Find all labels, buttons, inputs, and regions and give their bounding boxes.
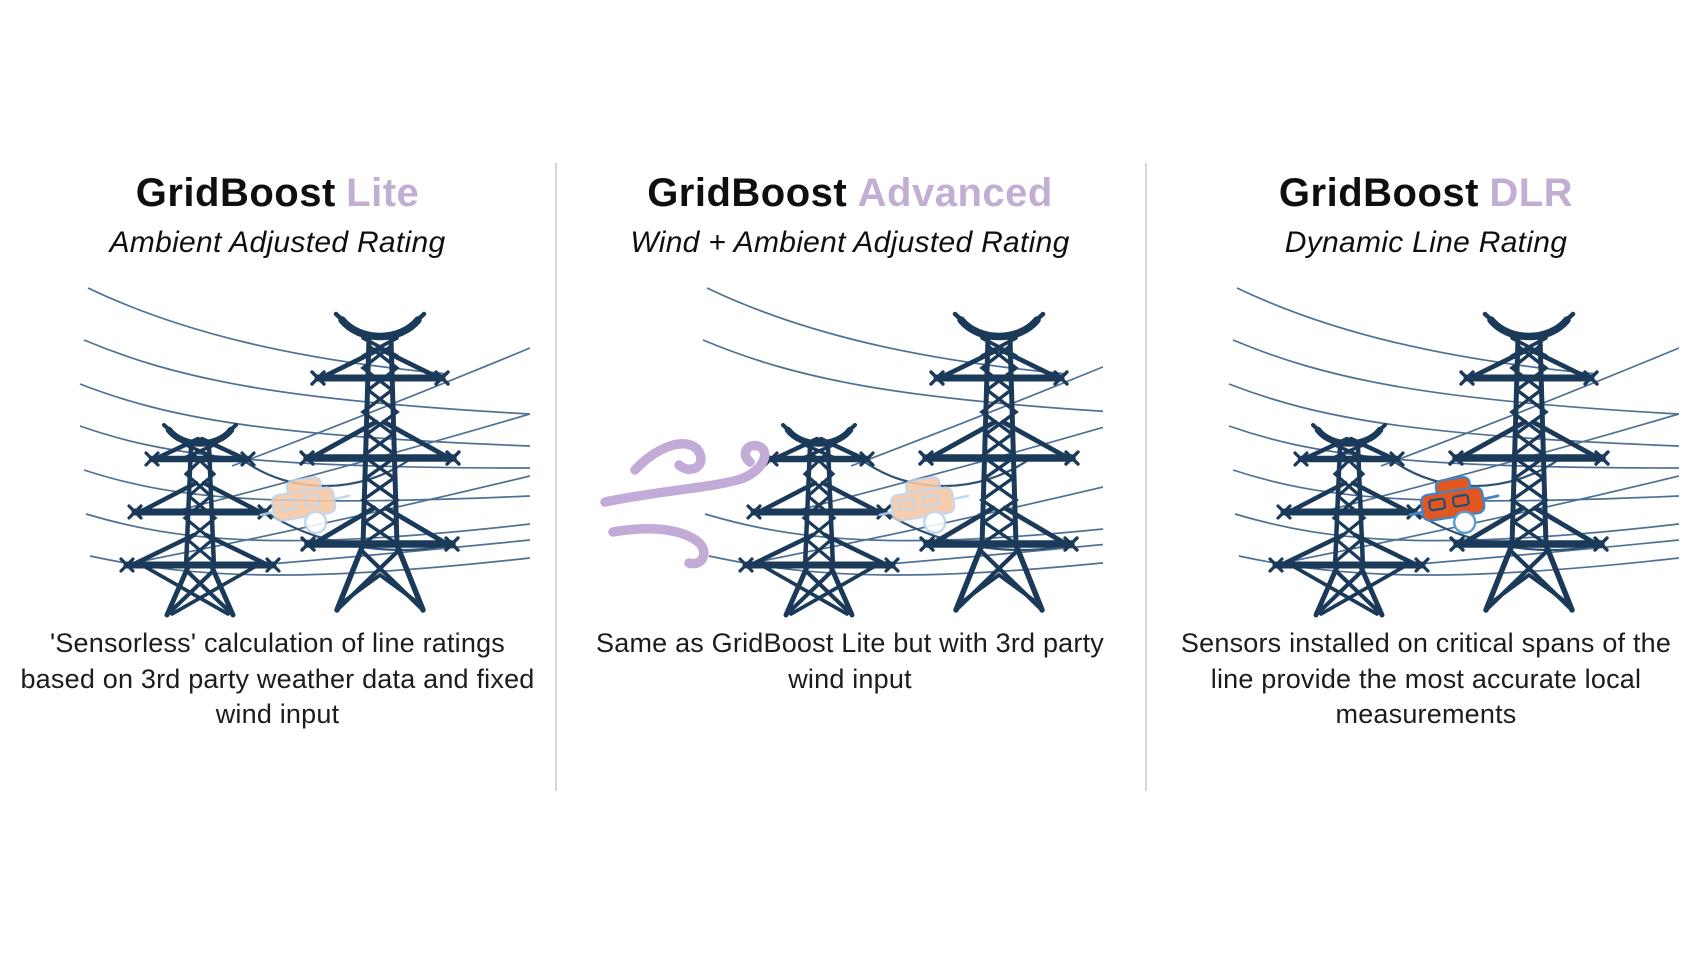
- transmission-towers-icon: [599, 287, 1103, 618]
- small-transmission-tower: [737, 423, 900, 618]
- product-title-suffix: Lite: [346, 171, 420, 215]
- small-transmission-tower: [1267, 423, 1430, 618]
- power-lines: [79, 287, 530, 576]
- column-divider: [1145, 163, 1147, 791]
- product-subtitle: Dynamic Line Rating: [1284, 226, 1568, 259]
- large-transmission-tower: [917, 311, 1080, 613]
- product-title-suffix: Advanced: [857, 171, 1053, 215]
- line-sensor-icon: [259, 476, 351, 535]
- wind-gust-icon: [599, 439, 769, 569]
- product-description: 'Sensorless' calculation of line ratings…: [20, 628, 535, 730]
- transmission-towers-icon: [1228, 287, 1679, 618]
- product-title-prefix: GridBoost: [1278, 171, 1479, 215]
- line-sensor-icon: [878, 476, 969, 535]
- small-transmission-tower: [119, 423, 281, 618]
- transmission-towers-illustration: [25, 262, 530, 622]
- transmission-towers-illustration: [1174, 262, 1679, 622]
- product-subtitle: Wind + Ambient Adjusted Rating: [630, 226, 1070, 259]
- power-lines: [702, 287, 1103, 576]
- power-lines: [1228, 287, 1679, 576]
- towers-scene: [79, 287, 530, 618]
- large-transmission-tower: [299, 311, 461, 613]
- product-subtitle: Ambient Adjusted Rating: [109, 226, 446, 259]
- product-title-prefix: GridBoost: [647, 171, 848, 215]
- product-title-suffix: DLR: [1489, 171, 1574, 215]
- towers-scene: [702, 287, 1103, 618]
- column-divider: [555, 163, 557, 791]
- product-description: Sensors installed on critical spans of t…: [1180, 628, 1672, 730]
- product-title-prefix: GridBoost: [135, 171, 336, 215]
- product-description: Same as GridBoost Lite but with 3rd part…: [596, 628, 1104, 694]
- large-transmission-tower: [1447, 311, 1610, 613]
- transmission-towers-illustration: [598, 262, 1103, 622]
- line-sensor-icon: [1407, 475, 1499, 535]
- towers-scene: [1228, 287, 1679, 618]
- transmission-towers-icon: [79, 287, 530, 618]
